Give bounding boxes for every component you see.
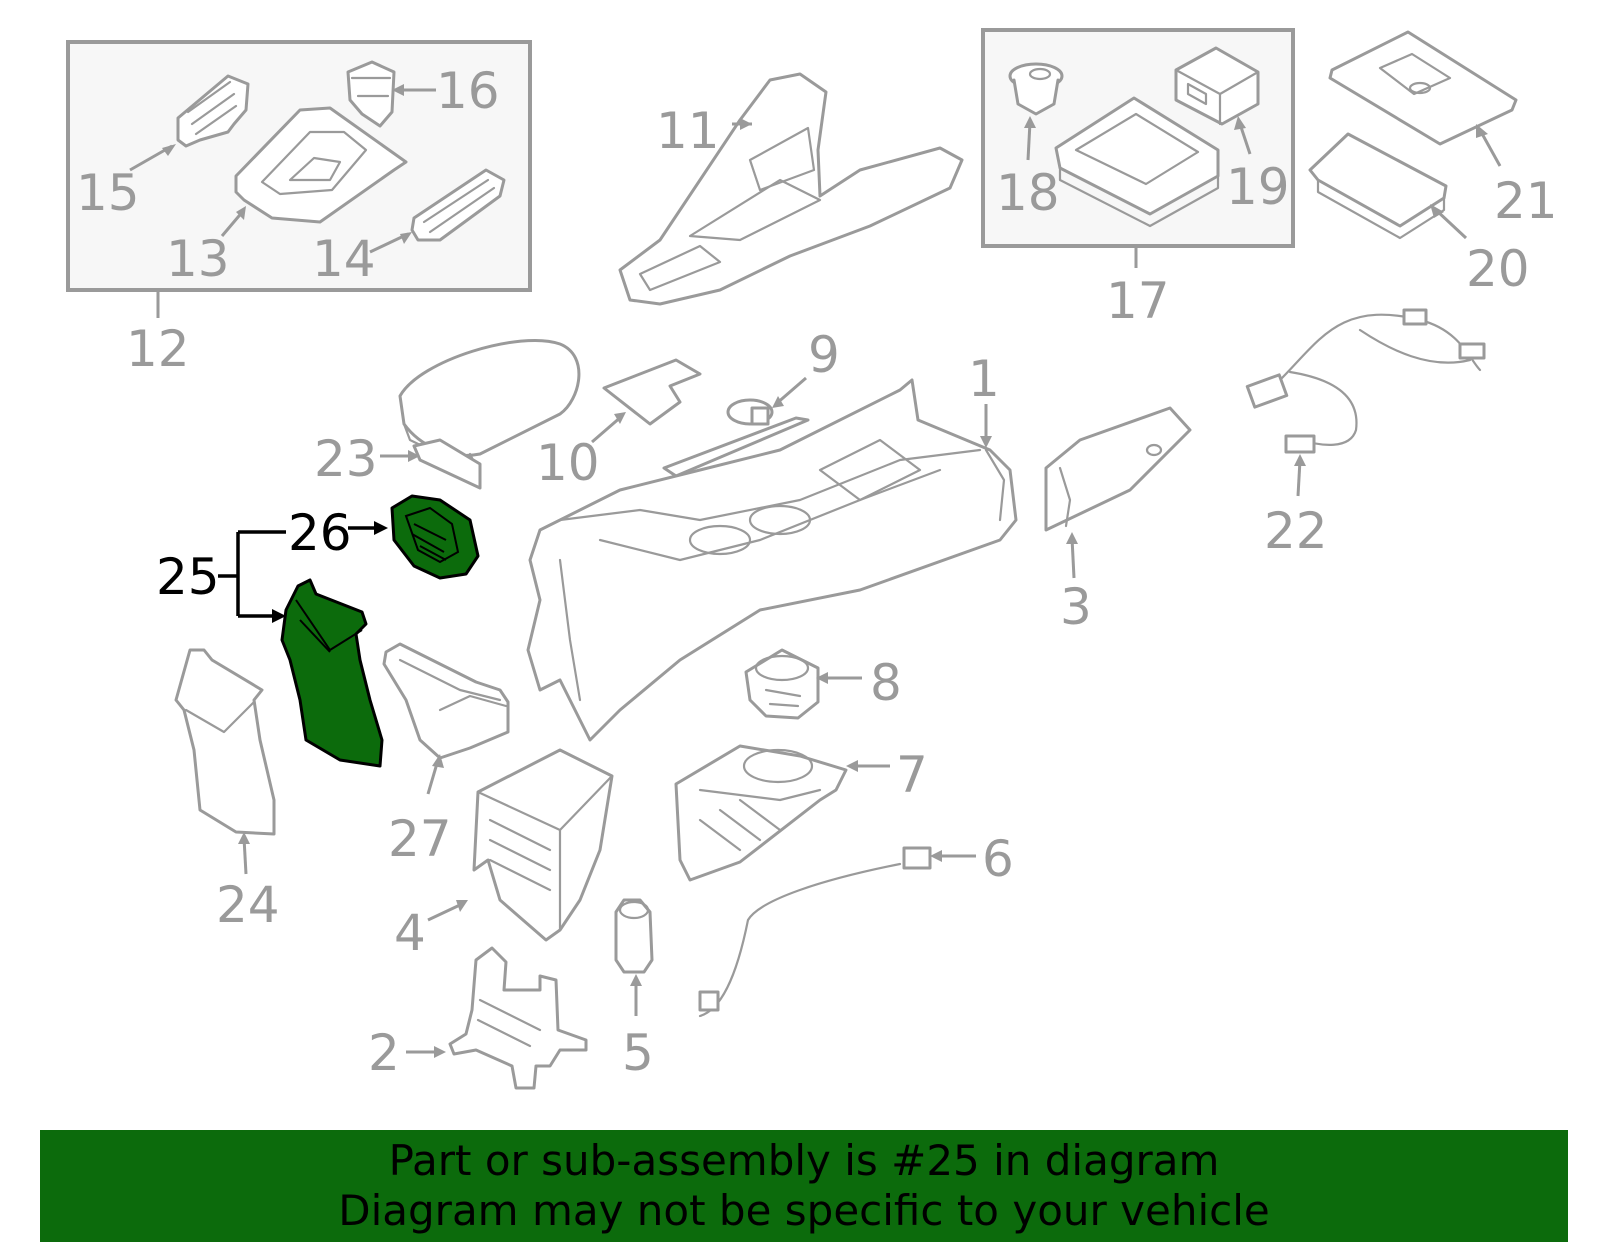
callout-22[interactable]: 22: [1264, 502, 1328, 560]
part-19-usb-jack[interactable]: [1174, 46, 1260, 155]
callout-13[interactable]: 13: [166, 230, 230, 288]
callout-8[interactable]: 8: [870, 654, 902, 712]
callout-11[interactable]: 11: [656, 102, 720, 160]
part-22-wiring-harness[interactable]: [1245, 308, 1486, 497]
callout-3[interactable]: 3: [1060, 578, 1092, 636]
callout-4[interactable]: 4: [394, 904, 426, 962]
part-25-console-side-cover[interactable]: [280, 578, 384, 768]
callout-18[interactable]: 18: [996, 164, 1060, 222]
part-8-cup-holder[interactable]: [744, 648, 862, 720]
part-16-switch[interactable]: [346, 60, 436, 128]
callout-5[interactable]: 5: [622, 1024, 654, 1082]
callout-14[interactable]: 14: [312, 230, 376, 288]
callout-9[interactable]: 9: [808, 326, 840, 384]
part-24-side-trim[interactable]: [174, 648, 276, 875]
callout-12[interactable]: 12: [126, 320, 190, 378]
callout-labels: 1 2 3 4 5 6 7 8 9 10 11 12 13 14 15 16 1…: [76, 62, 1558, 1082]
callout-6[interactable]: 6: [982, 830, 1014, 888]
info-banner: Part or sub-assembly is #25 in diagram D…: [40, 1130, 1568, 1242]
part-10-pad[interactable]: [591, 358, 702, 444]
callout-15[interactable]: 15: [76, 164, 140, 222]
part-2-mounting-bracket[interactable]: [406, 946, 588, 1090]
callout-17[interactable]: 17: [1106, 272, 1170, 330]
part-5-jack[interactable]: [614, 898, 654, 1016]
part-18-power-socket[interactable]: [1008, 62, 1064, 161]
callout-19[interactable]: 19: [1226, 158, 1290, 216]
part-17-bracket-tray[interactable]: [1054, 96, 1220, 228]
part-23-armrest[interactable]: [380, 339, 581, 490]
callout-10[interactable]: 10: [536, 434, 600, 492]
part-9-strip[interactable]: [662, 376, 810, 478]
part-21-tray-mat[interactable]: [1328, 30, 1518, 167]
part-1-floor-console[interactable]: [526, 378, 1018, 742]
part-11-console-trim[interactable]: [618, 72, 964, 306]
part-6-usb-cable[interactable]: [698, 846, 976, 1018]
callout-20[interactable]: 20: [1466, 240, 1530, 298]
part-13-shift-bezel[interactable]: [220, 106, 408, 237]
part-26-vent[interactable]: [348, 494, 480, 580]
part-14-switch-panel[interactable]: [369, 168, 506, 254]
callout-2[interactable]: 2: [368, 1024, 400, 1082]
callout-1[interactable]: 1: [968, 350, 1000, 408]
callout-7[interactable]: 7: [896, 746, 928, 804]
callout-16[interactable]: 16: [436, 62, 500, 120]
part-15-switch-panel[interactable]: [129, 74, 250, 172]
banner-line-1: Part or sub-assembly is #25 in diagram: [388, 1136, 1220, 1185]
callout-26[interactable]: 26: [288, 504, 352, 562]
part-4-storage-box[interactable]: [427, 748, 614, 942]
part-3-side-panel[interactable]: [1044, 406, 1192, 579]
part-20-pad[interactable]: [1308, 132, 1468, 240]
part-7-tray-box[interactable]: [674, 744, 890, 882]
callout-21[interactable]: 21: [1494, 172, 1558, 230]
callout-23[interactable]: 23: [314, 430, 378, 488]
banner-line-2: Diagram may not be specific to your vehi…: [338, 1186, 1270, 1235]
callout-25[interactable]: 25: [156, 548, 220, 606]
callout-24[interactable]: 24: [216, 876, 280, 934]
callout-27[interactable]: 27: [388, 810, 452, 868]
bracket-25-26: [218, 530, 286, 623]
part-27-duct[interactable]: [382, 642, 510, 795]
